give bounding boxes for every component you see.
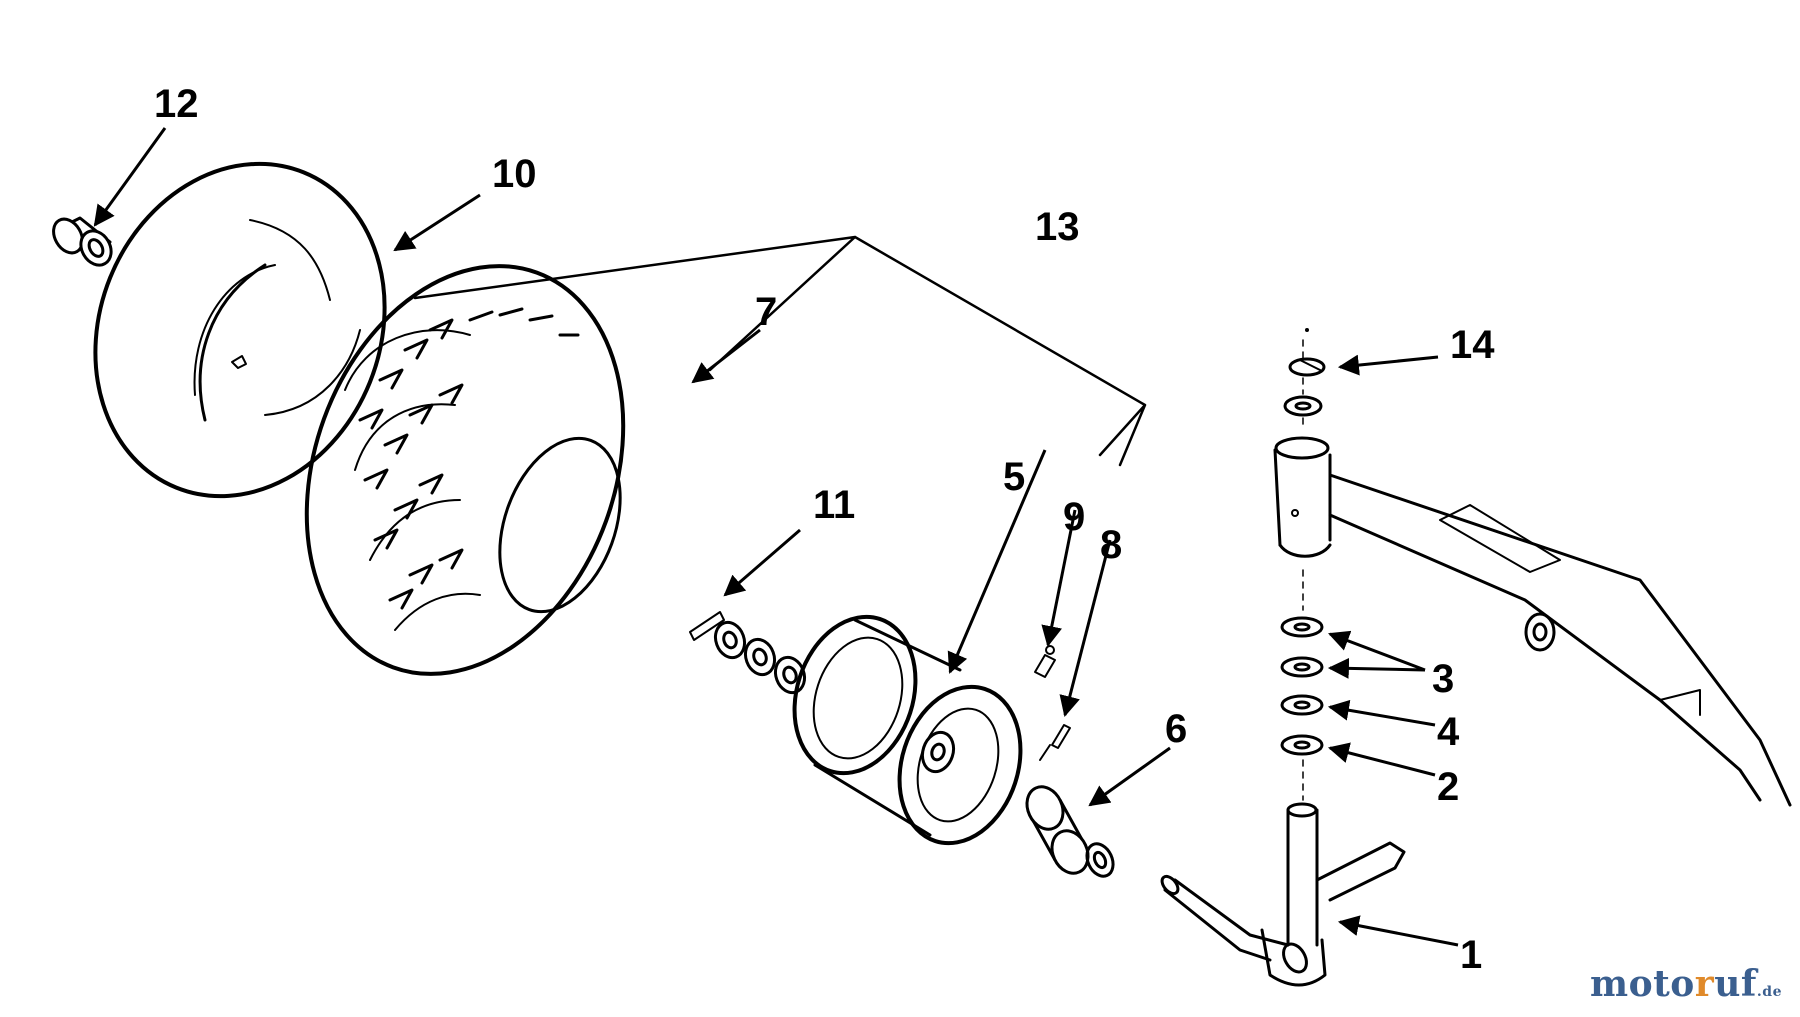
cotter-pin-11 — [689, 611, 725, 641]
callout-3: 3 — [1432, 657, 1454, 701]
inner-tube-10 — [93, 161, 387, 499]
leader-3a — [1328, 630, 1426, 672]
assembly-bracket-13 — [413, 235, 1147, 467]
tire-7 — [304, 264, 626, 676]
leader-1 — [1337, 915, 1459, 947]
callout-14: 14 — [1450, 323, 1495, 367]
leader-6 — [1088, 746, 1171, 807]
callout-6: 6 — [1165, 707, 1187, 751]
callout-7: 7 — [755, 290, 777, 334]
grease-fitting-9 — [1034, 645, 1056, 678]
callout-8: 8 — [1100, 523, 1122, 567]
retaining-clip-14 — [1288, 328, 1326, 377]
callout-12: 12 — [154, 82, 199, 126]
top-washer — [1283, 395, 1323, 417]
front-axle-beam — [1273, 436, 1792, 807]
bushing-6 — [1025, 785, 1115, 878]
valve-stem-8 — [1039, 724, 1071, 761]
callout-1: 1 — [1460, 933, 1482, 977]
leader-12 — [93, 127, 167, 227]
leader-10 — [393, 193, 481, 252]
bushing-12 — [52, 216, 113, 267]
callout-10: 10 — [492, 152, 537, 196]
leader-3b — [1327, 657, 1426, 679]
leader-9 — [1041, 509, 1077, 648]
leader-4 — [1327, 699, 1436, 727]
callout-11: 11 — [813, 483, 855, 527]
spindle-1 — [1160, 802, 1406, 987]
leader-8 — [1059, 539, 1112, 718]
callout-2: 2 — [1437, 765, 1459, 809]
leader-7 — [691, 328, 761, 384]
washer-stack — [1280, 616, 1324, 756]
leader-14 — [1337, 354, 1439, 376]
washers-near-hub — [713, 620, 807, 695]
callout-4: 4 — [1437, 710, 1460, 754]
leader-5 — [947, 449, 1047, 674]
leader-11 — [723, 528, 801, 597]
leader-2 — [1327, 742, 1436, 777]
callout-9: 9 — [1063, 495, 1085, 539]
callout-13: 13 — [1035, 205, 1080, 249]
wheel-rim-5 — [792, 614, 1023, 846]
callout-5: 5 — [1003, 455, 1025, 499]
watermark-logo: motoruf.de — [1590, 963, 1782, 1005]
